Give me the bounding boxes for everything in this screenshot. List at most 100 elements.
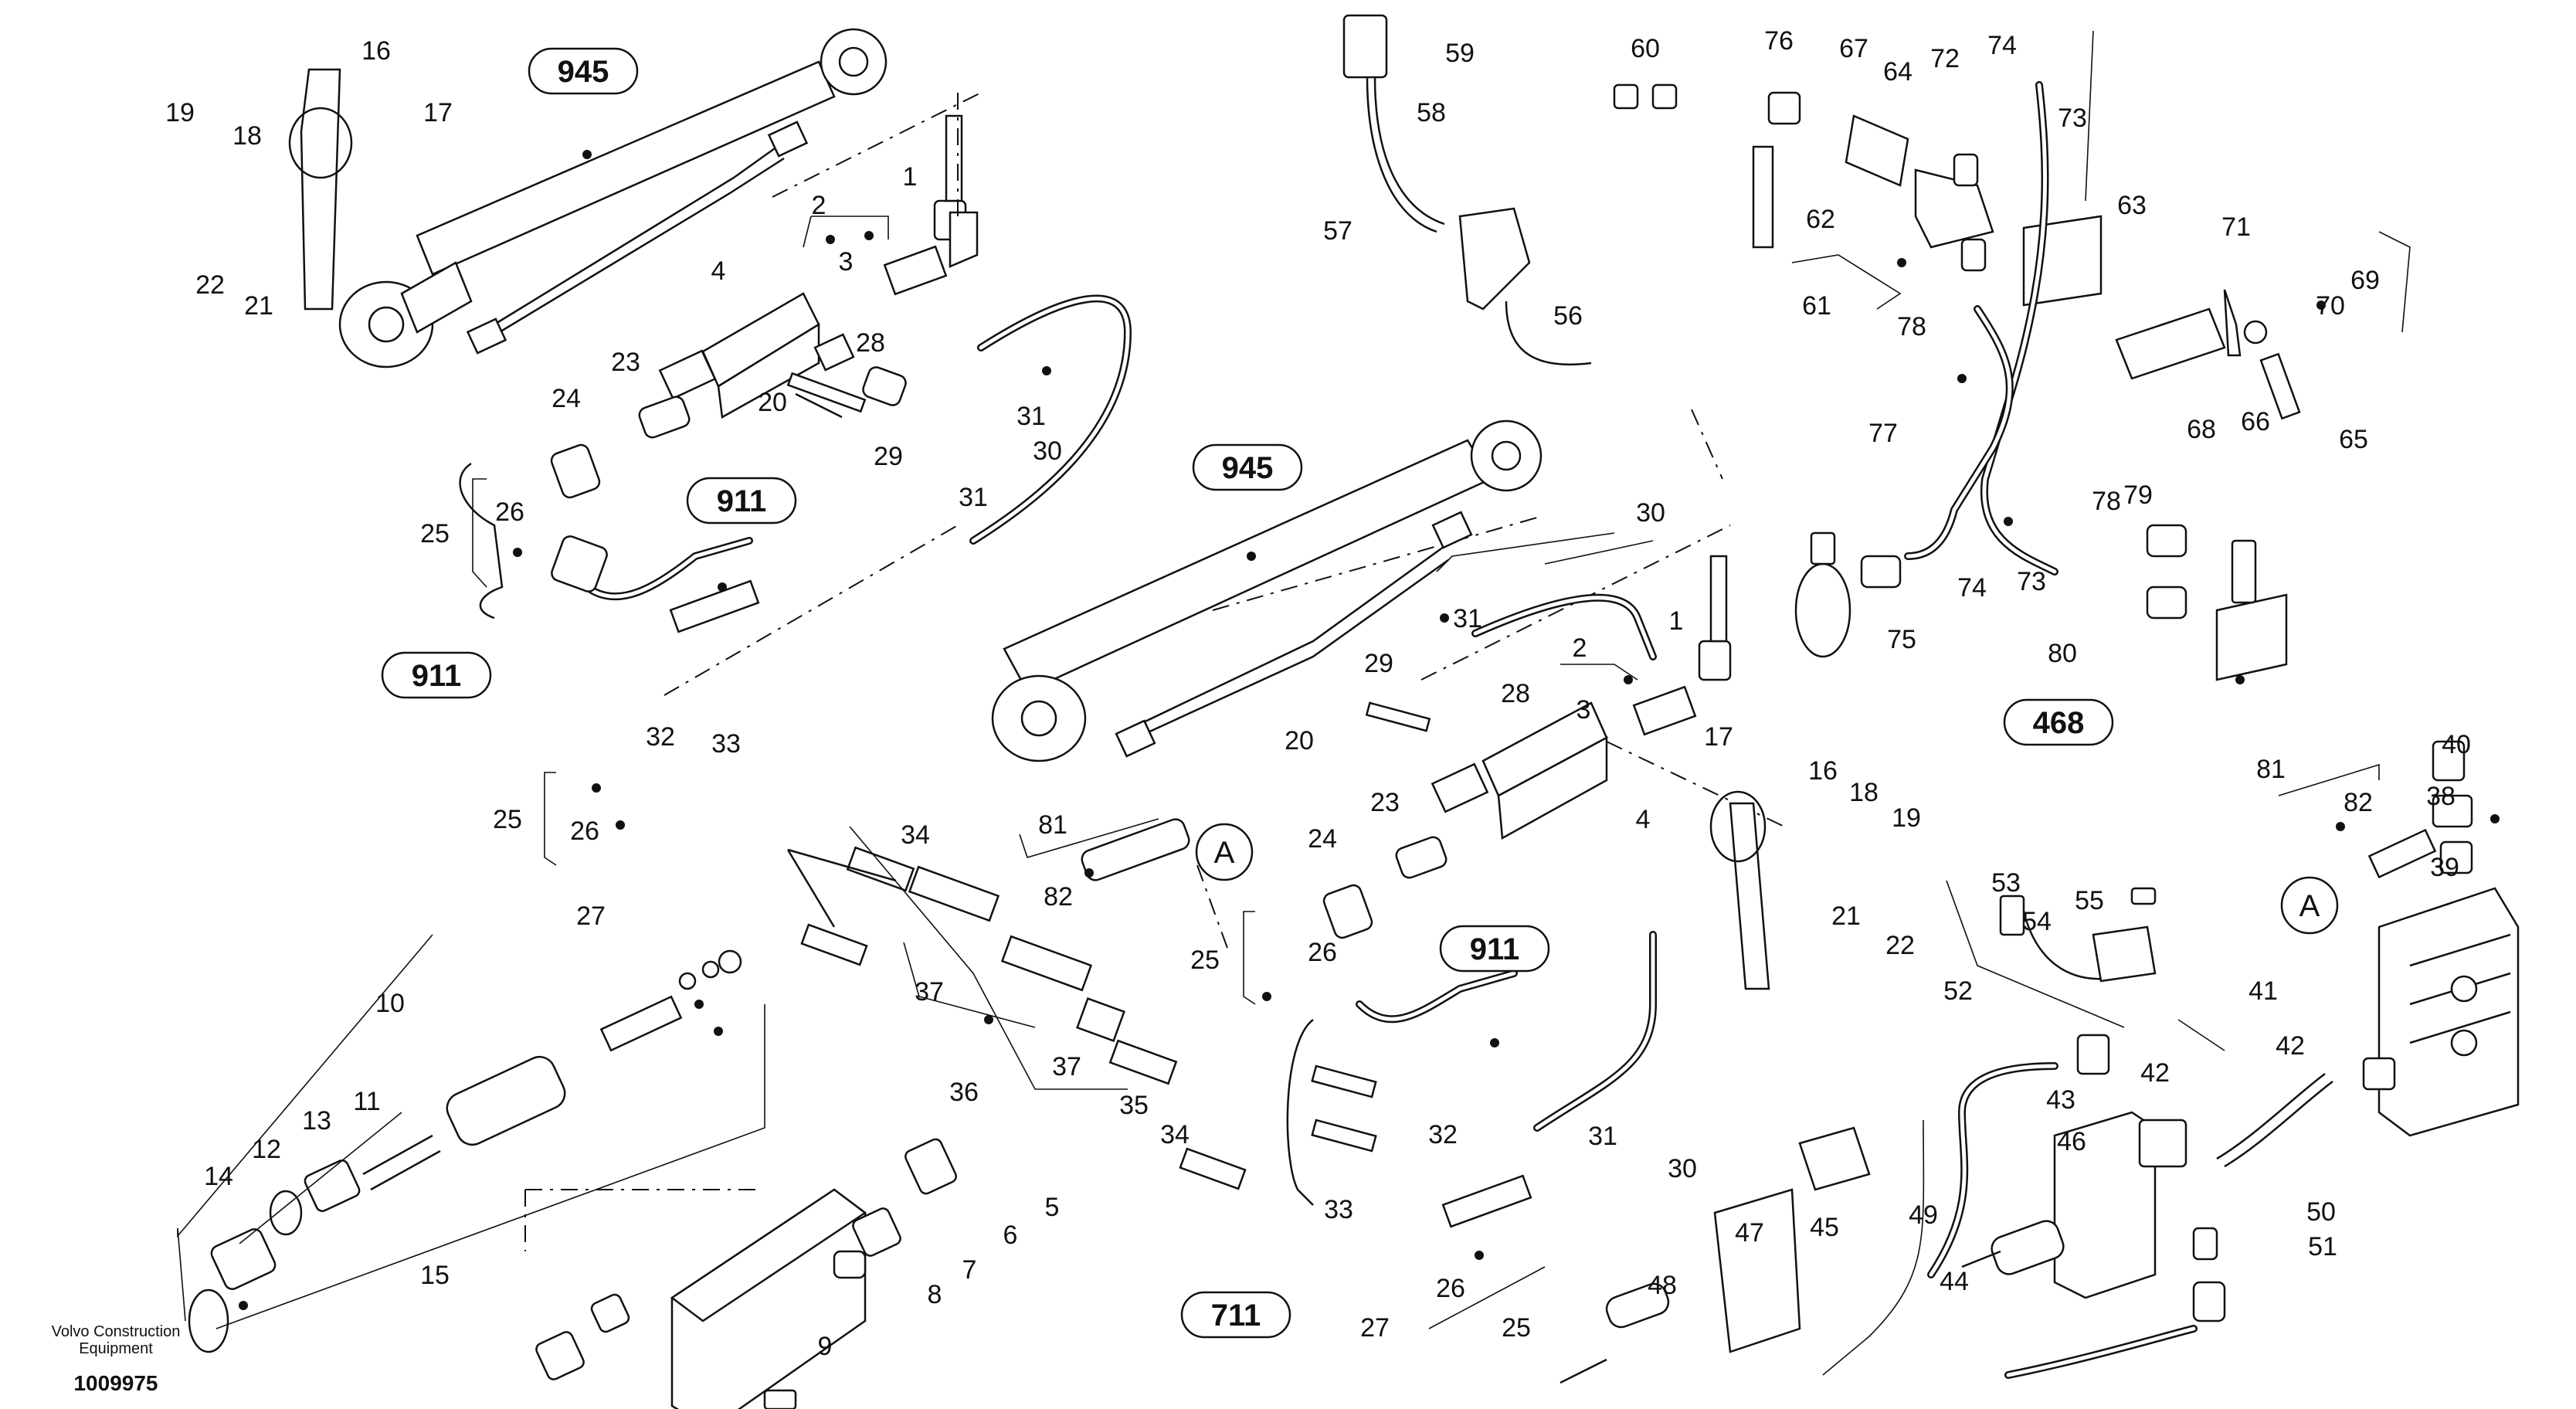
part-number-label: 53 xyxy=(1991,868,2021,898)
part-number-label: 55 xyxy=(2075,886,2104,915)
part-number-label: 28 xyxy=(1501,679,1530,708)
part-number-label: 50 xyxy=(2306,1197,2336,1227)
part-number-label: 19 xyxy=(165,98,195,127)
part-number-label: 42 xyxy=(2276,1031,2305,1061)
reference-box: 945 xyxy=(528,47,639,95)
part-number-label: 37 xyxy=(1052,1052,1081,1081)
footer: Volvo Construction Equipment 1009975 xyxy=(52,1323,181,1395)
part-number-label: 81 xyxy=(1038,810,1067,840)
part-number-label: 25 xyxy=(1190,946,1220,975)
part-number-label: 78 xyxy=(1897,312,1926,341)
part-number-label: 71 xyxy=(2221,212,2251,242)
circle-marker-outline xyxy=(1195,823,1254,881)
solenoid-valve-group xyxy=(1560,887,2226,1384)
part-number-label: 4 xyxy=(1636,805,1651,834)
part-number-label: 17 xyxy=(423,98,453,127)
part-number-label: 40 xyxy=(2442,730,2471,759)
coupling-assembly xyxy=(188,949,957,1409)
reference-box-outline xyxy=(1192,443,1303,491)
part-number-label: 65 xyxy=(2339,425,2368,454)
reference-box: 711 xyxy=(1180,1291,1291,1339)
part-labels: 1234567891011121314151617181920212223242… xyxy=(165,26,2471,1361)
part-number-label: 9 xyxy=(818,1332,833,1361)
reference-box-label: 911 xyxy=(412,659,462,693)
reference-box-outline xyxy=(2003,698,2114,746)
part-number-label: 3 xyxy=(839,247,854,277)
part-number-label: 31 xyxy=(1016,402,1046,431)
leader-dots xyxy=(239,150,2500,1310)
part-number-label: 77 xyxy=(1868,419,1898,448)
part-number-label: 29 xyxy=(874,442,903,471)
cylinder-upper-left xyxy=(288,28,888,368)
reference-box-label: 911 xyxy=(1470,932,1520,966)
part-number-label: 31 xyxy=(1588,1122,1617,1151)
part-number-label: 15 xyxy=(420,1261,450,1290)
part-number-label: 17 xyxy=(1704,722,1733,752)
reference-box-label: 468 xyxy=(2033,706,2085,740)
circle-marker-label: A xyxy=(1214,836,1235,870)
part-number-label: 78 xyxy=(2092,487,2121,516)
part-number-label: 20 xyxy=(758,388,787,417)
part-number-label: 36 xyxy=(949,1078,979,1107)
valve-block-upper-left xyxy=(550,114,979,499)
part-number-label: 3 xyxy=(1576,695,1591,725)
part-number-label: 26 xyxy=(1308,938,1337,967)
reference-box-label: 945 xyxy=(558,55,609,89)
reference-box: 945 xyxy=(1192,443,1303,491)
part-number-label: 11 xyxy=(353,1087,380,1116)
part-number-label: 82 xyxy=(1044,882,1073,912)
reference-box: 911 xyxy=(381,651,492,699)
part-number-label: 25 xyxy=(420,519,450,548)
footer-company-line2: Equipment xyxy=(79,1340,153,1357)
part-number-label: 25 xyxy=(493,805,522,834)
group-brackets xyxy=(177,30,2411,1376)
part-number-label: 52 xyxy=(1943,976,1973,1006)
part-number-label: 51 xyxy=(2308,1232,2337,1261)
circle-marker: A xyxy=(2280,876,2339,935)
cylinder-centre xyxy=(991,419,1543,762)
part-number-label: 61 xyxy=(1802,291,1831,321)
footer-company-line1: Volvo Construction xyxy=(52,1323,181,1340)
hoses-centre xyxy=(1286,931,1657,1228)
part-number-label: 35 xyxy=(1119,1091,1149,1120)
part-number-label: 73 xyxy=(2017,567,2046,596)
part-number-label: 76 xyxy=(1764,26,1794,56)
circle-markers: AA xyxy=(1195,823,2339,935)
reference-box-outline xyxy=(1439,925,1550,973)
part-number-label: 21 xyxy=(1831,901,1861,931)
reference-box: 911 xyxy=(686,477,797,525)
part-number-label: 23 xyxy=(611,348,640,377)
part-number-label: 66 xyxy=(2241,407,2270,436)
part-number-label: 22 xyxy=(1885,931,1915,960)
part-number-label: 24 xyxy=(1308,824,1337,854)
part-number-label: 49 xyxy=(1909,1200,1938,1230)
reference-box-label: 711 xyxy=(1211,1299,1261,1333)
reference-box-outline xyxy=(686,477,797,525)
part-number-label: 41 xyxy=(2248,976,2278,1006)
part-number-label: 39 xyxy=(2430,853,2459,882)
footer-drawing-number: 1009975 xyxy=(73,1371,158,1395)
circle-marker-outline xyxy=(2280,876,2339,935)
part-number-label: 57 xyxy=(1323,216,1352,246)
part-number-label: 37 xyxy=(915,977,944,1007)
part-number-label: 72 xyxy=(1930,44,1960,73)
part-number-label: 73 xyxy=(2058,104,2087,133)
part-number-label: 2 xyxy=(812,191,826,220)
part-number-label: 10 xyxy=(375,989,405,1018)
part-number-label: 62 xyxy=(1806,205,1835,234)
part-number-label: 47 xyxy=(1735,1218,1764,1248)
pressure-switch-group xyxy=(1752,81,2301,658)
part-number-label: 48 xyxy=(1648,1271,1677,1300)
part-number-label: 25 xyxy=(1502,1313,1531,1343)
part-number-label: 20 xyxy=(1285,726,1314,755)
part-number-label: 59 xyxy=(1445,39,1475,68)
part-number-label: 81 xyxy=(2256,755,2286,784)
part-number-label: 32 xyxy=(646,722,675,752)
part-number-label: 30 xyxy=(1668,1154,1697,1183)
part-number-label: 56 xyxy=(1553,301,1583,331)
part-number-label: 68 xyxy=(2187,415,2216,444)
part-number-label: 6 xyxy=(1003,1221,1018,1250)
part-number-label: 70 xyxy=(2316,291,2345,321)
accumulator-group xyxy=(2146,524,2288,681)
part-number-label: 5 xyxy=(1045,1193,1060,1222)
